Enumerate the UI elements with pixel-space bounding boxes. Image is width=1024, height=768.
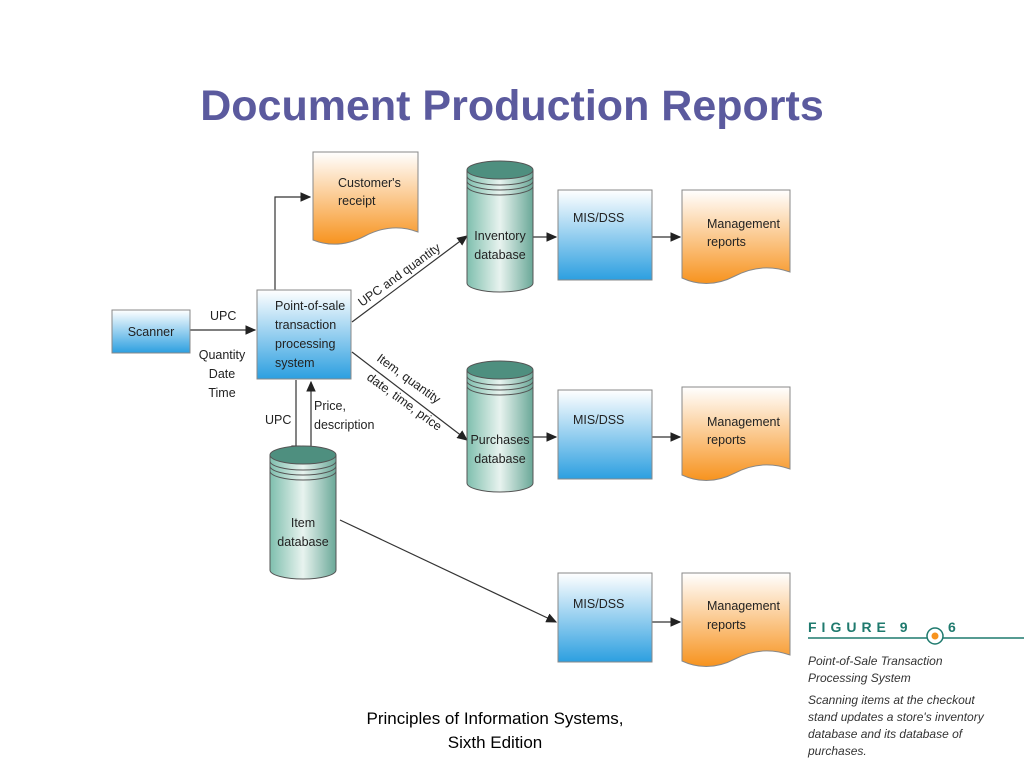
pos-label-3: processing <box>275 337 335 351</box>
caption-text-1: Scanning items at the checkout <box>808 693 975 707</box>
mis-dss-box-3 <box>557 572 653 663</box>
arrow-pos-purchases <box>351 351 468 441</box>
caption-text-3: database and its database of <box>808 727 964 741</box>
edge-label-upc-down: UPC <box>265 413 291 427</box>
pos-label-1: Point-of-sale <box>275 299 345 313</box>
mgmt3-label-1: Management <box>707 599 780 613</box>
management-reports-doc-3 <box>681 572 791 667</box>
scanner-label: Scanner <box>128 325 175 339</box>
inventory-db-label-1: Inventory <box>474 229 526 243</box>
footer: Principles of Information Systems, Sixth… <box>300 707 690 755</box>
caption-title-2: Processing System <box>808 671 911 685</box>
inventory-db-label-2: database <box>474 248 525 262</box>
edge-label-price: Price, <box>314 399 346 413</box>
edge-label-quantity: Quantity <box>199 348 246 362</box>
mis-dss-label-3: MIS/DSS <box>573 597 624 611</box>
mgmt2-label-1: Management <box>707 415 780 429</box>
mgmt3-label-2: reports <box>707 618 746 632</box>
mis-dss-label-1: MIS/DSS <box>573 211 624 225</box>
receipt-label-2: receipt <box>338 194 376 208</box>
receipt-label-1: Customer's <box>338 176 401 190</box>
edge-label-upc-quantity: UPC and quantity <box>356 240 444 309</box>
edge-label-date: Date <box>209 367 235 381</box>
pos-label-2: transaction <box>275 318 336 332</box>
mgmt2-label-2: reports <box>707 433 746 447</box>
item-db-label-1: Item <box>291 516 315 530</box>
purchases-db-label-1: Purchases <box>470 433 529 447</box>
management-reports-doc-1 <box>681 189 791 284</box>
arrow-itemdb-mis3 <box>339 519 558 623</box>
purchases-db-label-2: database <box>474 452 525 466</box>
receipt-doc <box>312 151 419 245</box>
figure-number: 6 <box>948 619 961 635</box>
footer-line-2: Sixth Edition <box>447 733 543 752</box>
caption-text-2: stand updates a store's inventory <box>808 710 985 724</box>
figure-label: FIGURE 9 <box>808 619 913 635</box>
page-title: Document Production Reports <box>200 82 824 130</box>
pos-label-4: system <box>275 356 315 370</box>
scanner-box <box>111 309 191 354</box>
caption-title-1: Point-of-Sale Transaction <box>808 654 943 668</box>
mis-dss-label-2: MIS/DSS <box>573 413 624 427</box>
arrow-pos-receipt <box>274 192 312 290</box>
edge-label-description: description <box>314 418 374 432</box>
purchases-database-cylinder <box>466 360 534 493</box>
figure-caption: FIGURE 9 6 Point-of-Sale Transaction Pro… <box>807 619 1024 758</box>
mgmt1-label-2: reports <box>707 235 746 249</box>
inventory-database-cylinder <box>466 160 534 293</box>
caption-text-4: purchases. <box>807 744 867 758</box>
arrow-pos-inventory <box>351 235 468 323</box>
edge-label-upc-in: UPC <box>210 309 236 323</box>
management-reports-doc-2 <box>681 386 791 481</box>
mis-dss-box-1 <box>557 189 653 281</box>
mis-dss-box-2 <box>557 389 653 480</box>
item-db-label-2: database <box>277 535 328 549</box>
pos-system-box <box>256 289 352 380</box>
item-database-cylinder <box>269 445 337 580</box>
footer-line-1: Principles of Information Systems, <box>366 709 624 728</box>
edge-label-time: Time <box>208 386 235 400</box>
mgmt1-label-1: Management <box>707 217 780 231</box>
